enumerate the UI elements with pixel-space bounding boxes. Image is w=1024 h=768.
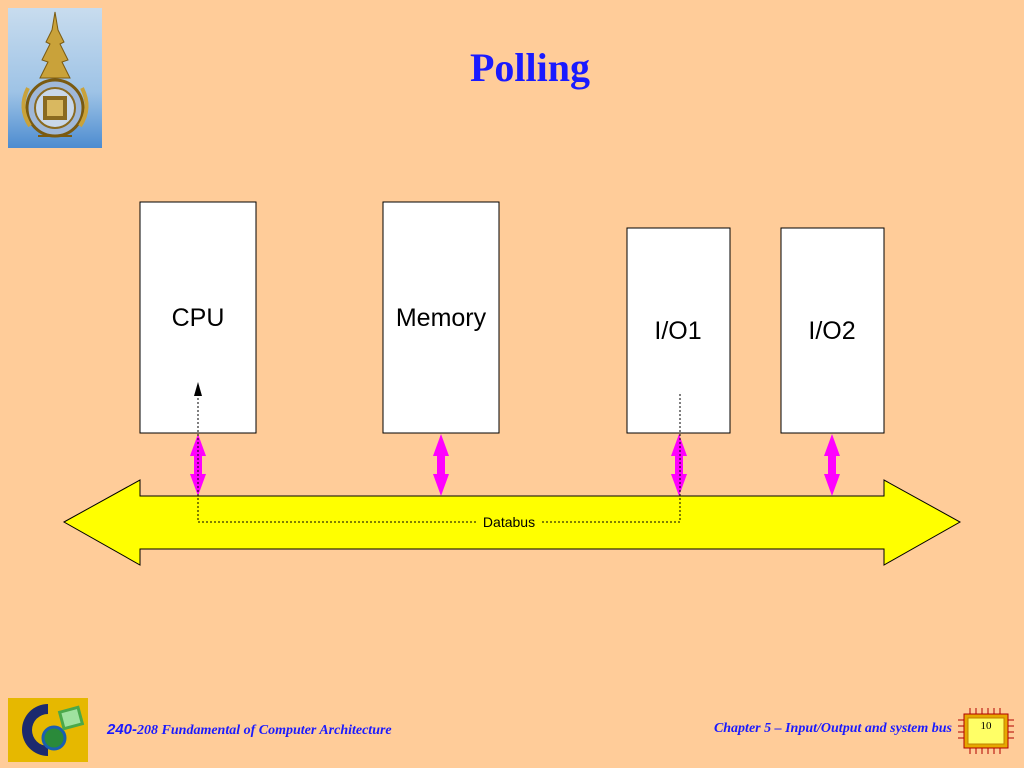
footer-chapter: Chapter 5 – Input/Output and system bus [713, 721, 952, 736]
university-emblem-icon [8, 8, 102, 148]
cpu-bus-connector [190, 434, 206, 496]
slide-title: Polling [469, 45, 591, 90]
footer-course-number: 240- [107, 721, 138, 738]
footer-course-rest: 208 Fundamental of Computer Architecture [137, 723, 392, 738]
io1-label: I/O1 [654, 317, 701, 345]
page-number: 10 [980, 720, 992, 732]
io1-box [626, 227, 731, 434]
memory-bus-connector [433, 434, 449, 496]
io2-bus-connector [824, 434, 840, 496]
footer-course-title: 240-208 Fundamental of Computer Architec… [107, 721, 392, 739]
io2-box [780, 227, 885, 434]
databus-label: Databus [483, 514, 535, 530]
memory-box [382, 201, 500, 434]
polling-path [197, 394, 681, 523]
cpu-label: CPU [172, 304, 225, 332]
io2-label: I/O2 [808, 317, 855, 345]
memory-label: Memory [396, 304, 487, 332]
microchip-icon [958, 708, 1014, 754]
io1-bus-connector [671, 434, 687, 496]
department-logo-icon [8, 698, 88, 762]
polling-arrowhead [194, 382, 202, 396]
